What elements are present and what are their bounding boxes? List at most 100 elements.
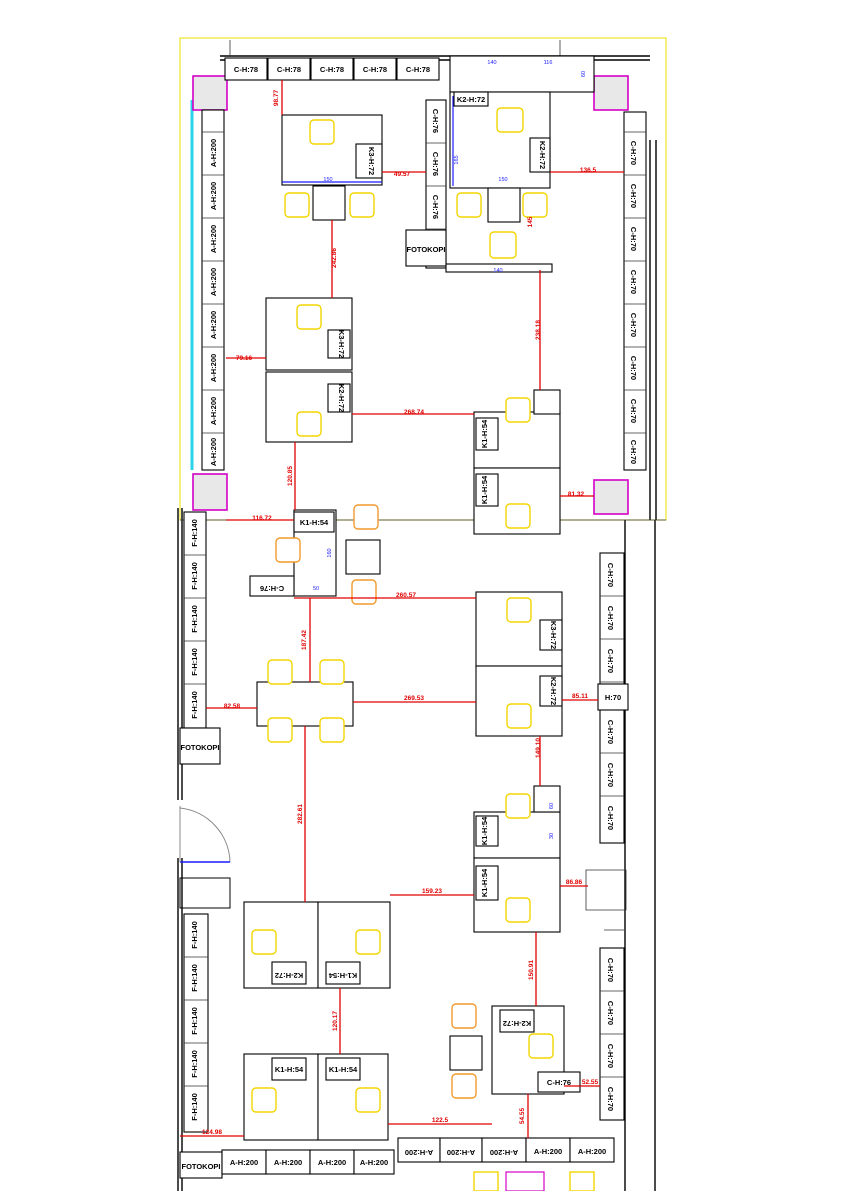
desk-dimension: 160 (327, 548, 333, 557)
cabinet-label: A-H:200 (318, 1158, 346, 1167)
cabinet-label: A-H:200 (209, 182, 218, 210)
desk-dimension: 150 (498, 177, 507, 183)
cabinet-label: A-H:200 (209, 268, 218, 296)
cabinet-label: A-H:200 (209, 225, 218, 253)
dimension-value: 260.57 (396, 592, 416, 599)
door-swing (179, 806, 231, 909)
exterior-walls (177, 40, 666, 1191)
fotokopi-label: FOTOKOPI (406, 245, 445, 254)
cabinet-label: C-H:70 (629, 356, 638, 380)
unit-label: C-H:76 (547, 1078, 571, 1087)
plot-boundary (179, 37, 667, 521)
cabinet-label: C-H:70 (629, 227, 638, 251)
left-tall-cabinets: A-H:200 A-H:200 A-H:200 A-H:200 A-H:200 … (201, 109, 225, 471)
cabinet-label: F-H:140 (190, 605, 199, 633)
desk-dimension: 60 (549, 803, 555, 809)
cabinet-label: A-H:200 (490, 1148, 518, 1157)
unit-label: K1-H:54 (480, 419, 489, 448)
unit-label: K3-H:72 (337, 330, 346, 358)
dimension-value: 268.74 (404, 409, 424, 416)
cabinet-label: C-H:70 (606, 720, 615, 744)
cabinet-label: C-H:70 (629, 184, 638, 208)
unit-label: K2-H:72 (275, 971, 303, 980)
dimension-value: 269.53 (404, 695, 424, 702)
bottom-cabinet-row: FOTOKOPI A-H:200 A-H:200 A-H:200 A-H:200… (179, 1137, 615, 1191)
cabinet-label: A-H:200 (230, 1158, 258, 1167)
desk-dimension: 60 (581, 71, 587, 77)
cabinet-label: C-H:70 (629, 440, 638, 464)
dimension-value: 149.10 (535, 738, 542, 758)
workstation-top-right: K2-H:72 K2-H:72 (445, 55, 595, 273)
cabinet-label: C-H:78 (363, 65, 387, 74)
cabinet-label: C-H:78 (277, 65, 301, 74)
dimension-value: 120.85 (287, 466, 294, 486)
cabinet-label: F-H:140 (190, 562, 199, 590)
unit-label: C-H:76 (260, 584, 284, 593)
dimension-value: 150.91 (528, 960, 535, 980)
cabinet-label: C-H:70 (629, 270, 638, 294)
right-upper-cabinets: C-H:70 C-H:70 C-H:70 C-H:70 C-H:70 C-H:7… (623, 111, 647, 471)
cabinet-label: F-H:140 (190, 691, 199, 719)
cabinet-label: C-H:70 (629, 399, 638, 423)
cabinet-label: C-H:70 (606, 1087, 615, 1111)
unit-label: K1-H:54 (300, 518, 329, 527)
unit-label: K2-H:72 (549, 677, 558, 705)
unit-label: K2-H:72 (337, 384, 346, 412)
unit-label: K2-H:72 (503, 1019, 531, 1028)
dimension-value: 82.58 (224, 703, 241, 710)
unit-label: K3-H:72 (367, 147, 376, 175)
desk-dimension: 30 (549, 833, 555, 839)
cabinet-label: F-H:140 (190, 519, 199, 547)
manager-desk: K1-H:54 C-H:76 (249, 509, 381, 597)
left-f-cabinets: F-H:140 F-H:140 F-H:140 F-H:140 F-H:140 … (179, 511, 221, 1133)
dimension-value: 85.11 (572, 693, 588, 700)
cabinet-label: C-H:70 (606, 806, 615, 830)
dimension-value: 81.32 (568, 491, 585, 498)
fotokopi-label: FOTOKOPI (180, 743, 219, 752)
unit-label: K1-H:54 (275, 1065, 304, 1074)
unit-label: K2-H:72 (538, 141, 547, 169)
middle-cabinet-column: C-H:76 C-H:76 C-H:76 FOTOKOPI (405, 99, 447, 269)
right-lower-cabinets: C-H:70 C-H:70 C-H:70 C-H:70 C-H:70 C-H:7… (597, 552, 629, 1121)
dimension-lines (180, 80, 624, 1138)
dimension-value: 242.86 (331, 248, 338, 268)
fotokopi-label: FOTOKOPI (181, 1162, 220, 1171)
cabinet-label: F-H:140 (190, 648, 199, 676)
unit-label: K1-H:54 (480, 816, 489, 845)
cabinet-label: A-H:200 (534, 1147, 562, 1156)
cabinet-label: A-H:200 (447, 1148, 475, 1157)
cabinet-label: C-H:76 (431, 195, 440, 219)
dimension-value: 159.23 (422, 888, 442, 895)
cabinet-label: C-H:70 (606, 958, 615, 982)
dimension-value: 52.55 (582, 1079, 599, 1086)
unit-label: K3-H:72 (549, 621, 558, 649)
cabinet-label: A-H:200 (209, 438, 218, 466)
cabinet-label: A-H:200 (405, 1148, 433, 1157)
desk-dimension: 150 (323, 177, 332, 183)
dimension-value: 49.57 (394, 171, 411, 178)
chairs-yellow (251, 107, 554, 1113)
cabinet-label: A-H:200 (209, 397, 218, 425)
dimension-value: 282.61 (297, 804, 304, 824)
dimension-value: 120.17 (332, 1011, 339, 1031)
cabinet-label: A-H:200 (578, 1147, 606, 1156)
cabinet-label: A-H:200 (274, 1158, 302, 1167)
desk-dimension: 116 (544, 60, 553, 66)
cabinet-label: C-H:70 (606, 763, 615, 787)
dimension-value: 98.77 (273, 89, 280, 106)
cabinet-label: F-H:140 (190, 1093, 199, 1121)
cabinet-label: C-H:70 (629, 313, 638, 337)
structural-columns (192, 75, 629, 515)
dimension-value: 86.86 (566, 879, 583, 886)
unit-label: K1-H:54 (480, 868, 489, 897)
cabinet-label: C-H:70 (606, 1044, 615, 1068)
cabinet-label: A-H:200 (360, 1158, 388, 1167)
unit-label: K1-H:54 (480, 475, 489, 504)
dimension-value: 79.16 (236, 355, 253, 362)
cabinet-label: C-H:78 (320, 65, 344, 74)
desk-dimension: 50 (313, 586, 319, 592)
top-cabinet-row: C-H:78 C-H:78 C-H:78 C-H:78 C-H:78 (224, 57, 440, 81)
cabinet-label: F-H:140 (190, 921, 199, 949)
desk-dimension: 140 (493, 268, 502, 274)
